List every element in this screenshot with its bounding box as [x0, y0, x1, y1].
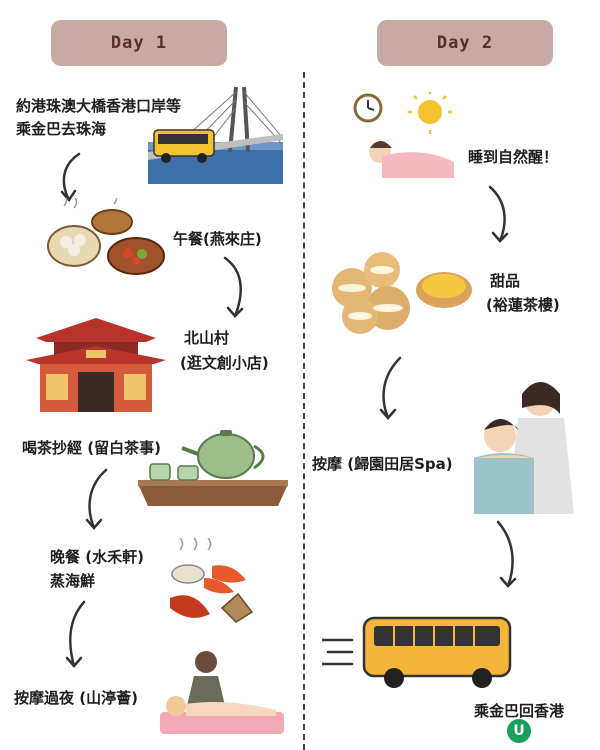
- day1-step1-line2: 乘金巴去珠海: [16, 120, 107, 138]
- arrow-down-icon: [65, 600, 86, 668]
- day1-step5-line2: 蒸海鮮: [50, 572, 96, 590]
- column-divider: [303, 72, 305, 750]
- arrow-down-icon: [223, 256, 244, 318]
- massage-illustration: [160, 651, 284, 734]
- arrow-down-icon: [60, 152, 81, 203]
- day2-step4: 乘金巴回香港: [474, 702, 565, 720]
- day1-step5-line1: 晚餐 (水禾軒): [50, 548, 144, 566]
- temple-illustration: [26, 318, 166, 412]
- bus-illustration: [322, 616, 512, 688]
- day1-step4: 喝茶抄經 (留白茶事): [22, 439, 161, 457]
- day2-step2-line2: (裕蓮茶樓): [486, 296, 560, 314]
- day1-step3-line2: (逛文創小店): [180, 354, 269, 372]
- day1-step3-line1: 北山村: [184, 329, 230, 347]
- day2-step3: 按摩 (歸園田居Spa): [312, 455, 453, 473]
- arrow-down-icon: [496, 520, 517, 588]
- day2-step2-line1: 甜品: [490, 272, 521, 290]
- day-2-header: Day 2: [377, 20, 553, 66]
- sleeping-illustration: [353, 92, 454, 178]
- dim-sum-illustration: [47, 198, 165, 275]
- seafood-illustration: [170, 538, 254, 623]
- day1-step6: 按摩過夜 (山渟薈): [14, 689, 138, 707]
- day1-step1-line1: 約港珠澳大橋香港口岸等: [16, 97, 182, 115]
- bridge-bus-illustration: [148, 86, 283, 184]
- day1-step2: 午餐(燕來庄): [173, 230, 262, 248]
- tea-set-illustration: [138, 430, 288, 506]
- brand-logo: U: [507, 719, 531, 743]
- day2-step1: 睡到自然醒！: [468, 148, 559, 166]
- dessert-illustration: [332, 252, 472, 334]
- arrow-down-icon: [85, 468, 108, 530]
- arrow-down-icon: [488, 185, 509, 243]
- spa-massage-illustration: [474, 382, 574, 514]
- day-1-header: Day 1: [51, 20, 227, 66]
- arrow-down-icon: [379, 356, 402, 420]
